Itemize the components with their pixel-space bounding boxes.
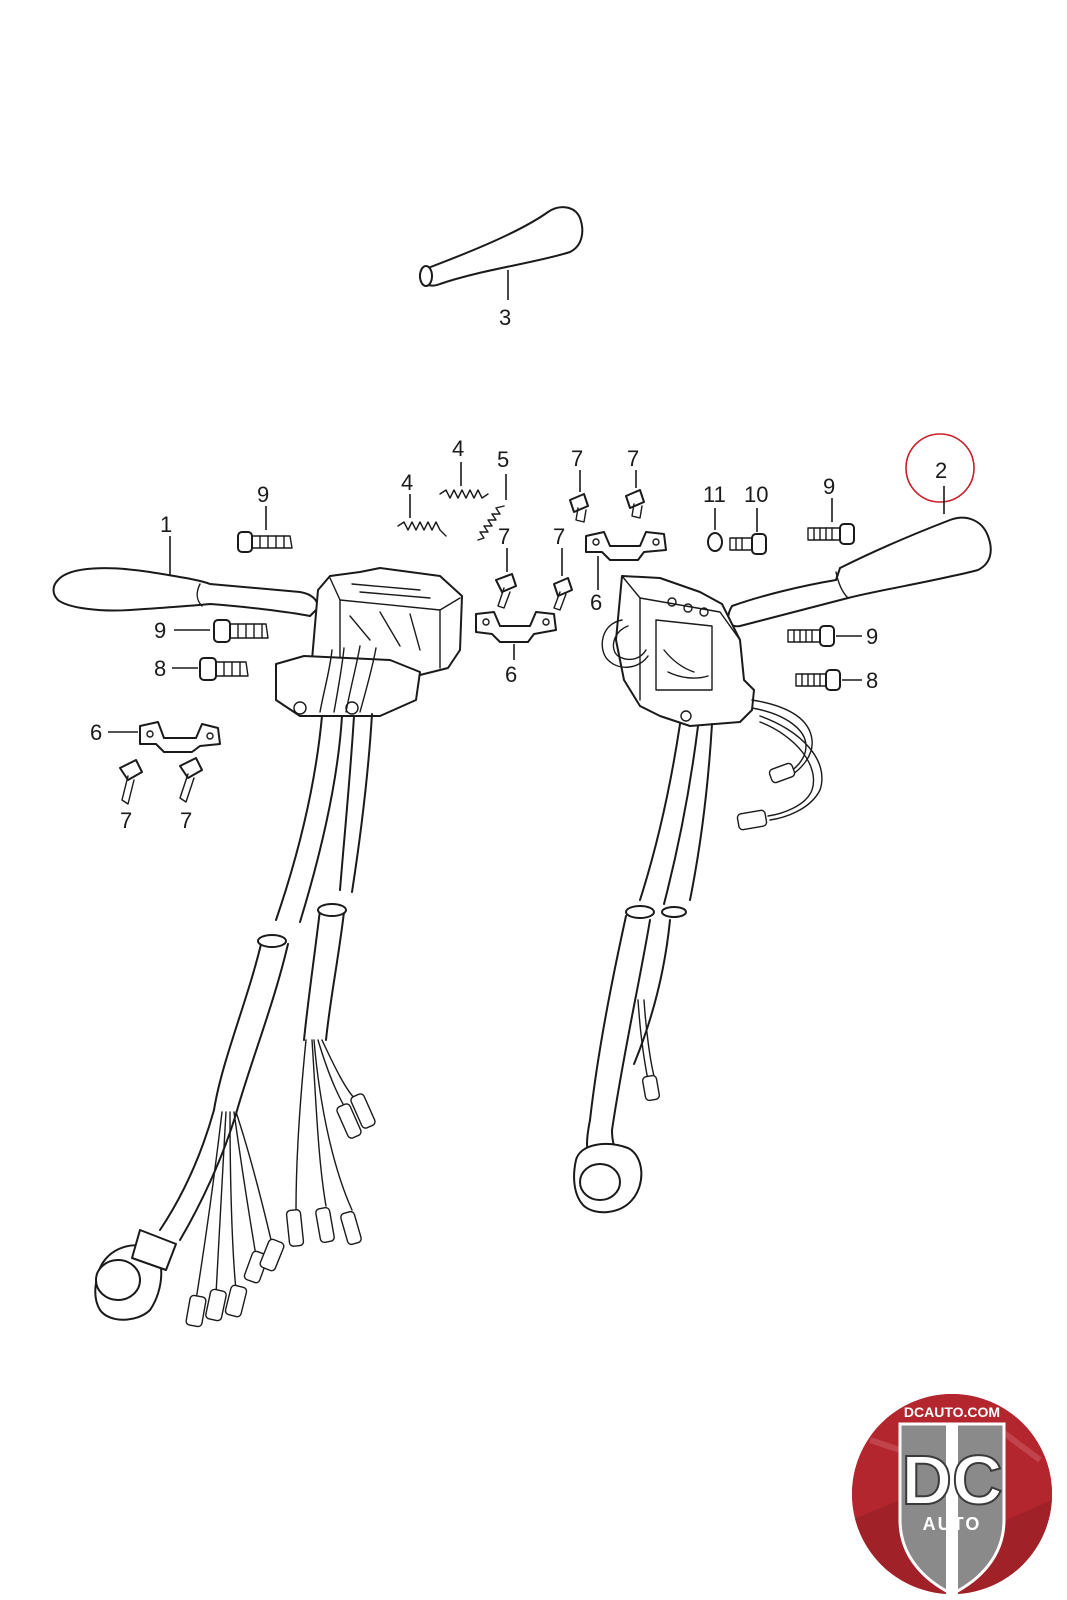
part-9-screw-upper-right bbox=[807, 498, 855, 545]
callout-5: 5 bbox=[497, 447, 509, 472]
callout-7-upper-b: 7 bbox=[627, 446, 639, 471]
callout-11: 11 bbox=[703, 482, 726, 507]
part-6-clamp-center bbox=[475, 611, 557, 660]
part-7-screw-center-a bbox=[495, 548, 517, 609]
part-4-spring-lower bbox=[397, 494, 447, 537]
callout-6-lower-left: 6 bbox=[90, 720, 102, 745]
callout-2: 2 bbox=[935, 458, 947, 483]
callout-6-center: 6 bbox=[505, 662, 517, 687]
logo-word-text: AUTO bbox=[923, 1514, 982, 1534]
callout-4-lower: 4 bbox=[401, 470, 413, 495]
part-1-left-stalk-switch bbox=[52, 536, 463, 1328]
part-9-screw-top-left bbox=[237, 506, 293, 553]
callout-4-upper: 4 bbox=[452, 436, 464, 461]
part-8-screw-right bbox=[795, 669, 862, 691]
callout-7-lower-left-b: 7 bbox=[180, 808, 192, 833]
part-7-screw-lower-left-b bbox=[179, 757, 203, 803]
part-10-screw bbox=[729, 508, 767, 555]
callout-9-top-left: 9 bbox=[257, 482, 269, 507]
callout-3: 3 bbox=[499, 305, 511, 330]
part-11-washer bbox=[707, 508, 723, 552]
callout-8-right: 8 bbox=[866, 668, 878, 693]
part-4-spring-upper bbox=[439, 462, 489, 499]
callout-9-right: 9 bbox=[866, 624, 878, 649]
highlight-circle-part-2 bbox=[905, 433, 975, 503]
part-2-right-stalk-switch bbox=[573, 516, 992, 1214]
callout-6-upper: 6 bbox=[590, 590, 602, 615]
callout-9-upper-right: 9 bbox=[823, 474, 835, 499]
part-7-screw-upper-b bbox=[625, 470, 645, 519]
part-7-screw-lower-left-a bbox=[119, 759, 143, 805]
part-9-screw-mid-left bbox=[174, 619, 269, 643]
part-6-clamp-lower-left bbox=[108, 721, 221, 753]
part-7-screw-upper-a bbox=[569, 470, 589, 523]
dcauto-logo: DCAUTO.COM DC AUTO bbox=[852, 1394, 1052, 1596]
part-8-screw-left bbox=[172, 657, 249, 681]
callout-10: 10 bbox=[744, 482, 768, 507]
callout-7-upper-a: 7 bbox=[571, 446, 583, 471]
part-3-lever-knob bbox=[419, 206, 584, 300]
part-5-spring bbox=[477, 474, 507, 541]
callout-7-lower-left-a: 7 bbox=[120, 808, 132, 833]
callout-8-left: 8 bbox=[154, 656, 166, 681]
callout-7-center-a: 7 bbox=[498, 524, 510, 549]
callout-9-mid-left: 9 bbox=[154, 618, 166, 643]
logo-mark-text: DC bbox=[901, 1441, 1002, 1519]
part-6-clamp-upper bbox=[585, 531, 667, 590]
callout-7-center-b: 7 bbox=[553, 524, 565, 549]
part-7-screw-center-b bbox=[553, 548, 573, 611]
logo-site-text: DCAUTO.COM bbox=[904, 1404, 1000, 1420]
part-9-screw-right bbox=[787, 625, 862, 647]
callout-1: 1 bbox=[160, 512, 172, 537]
